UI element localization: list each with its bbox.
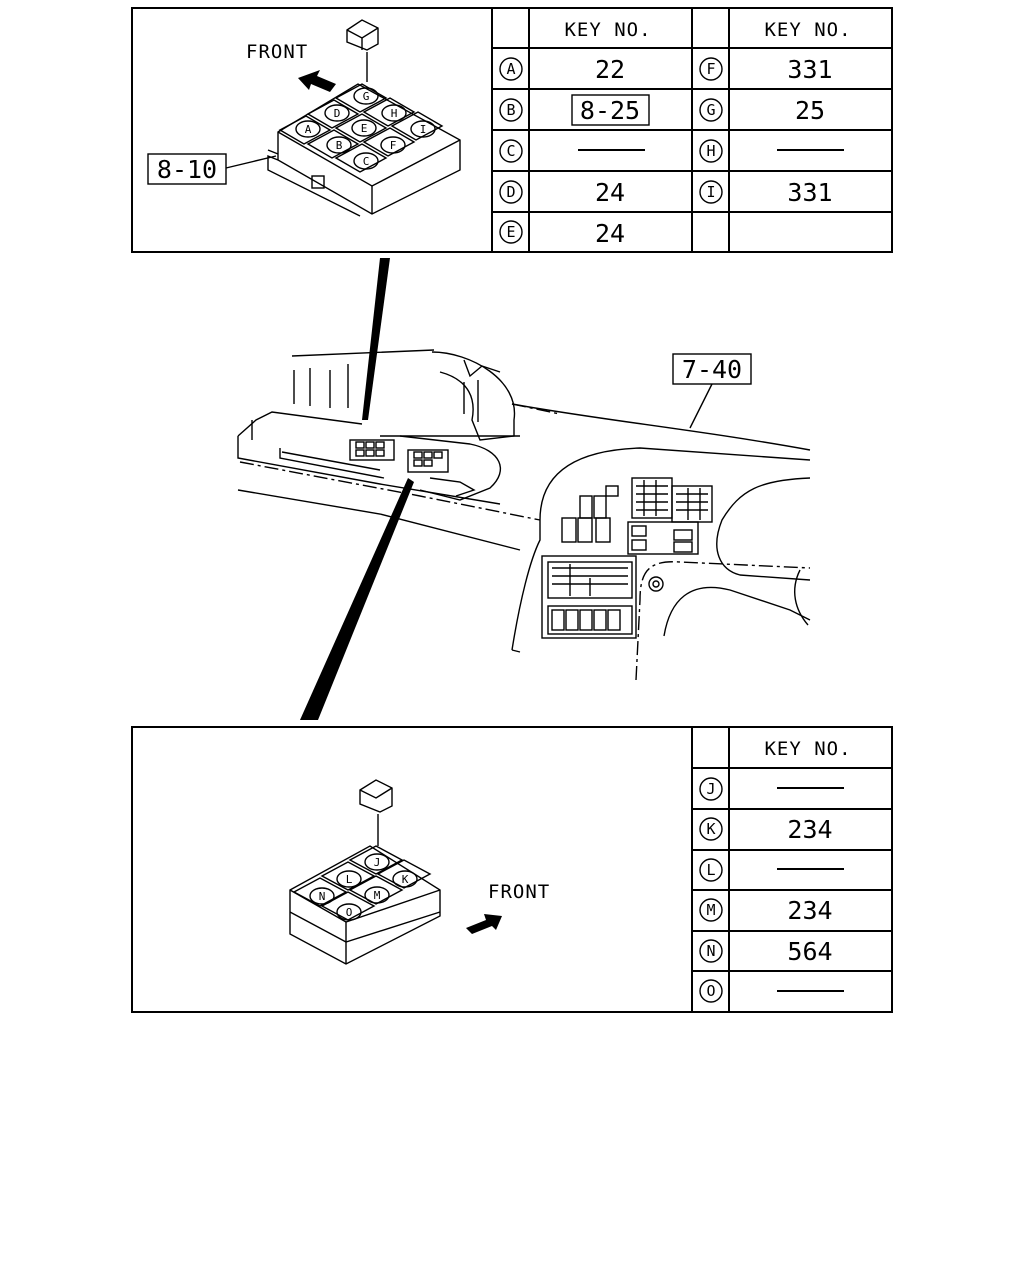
top-table-header-right: KEY NO. — [764, 19, 851, 41]
top-table-header-left: KEY NO. — [564, 19, 651, 41]
row-id-o: O — [706, 982, 715, 1000]
relay-label-b: B — [336, 139, 343, 152]
top-table-grid — [491, 8, 892, 252]
dashboard-illustration: 7-40 — [237, 258, 811, 720]
row-id-h: H — [706, 142, 715, 160]
relay-label-c: C — [363, 155, 370, 168]
key-value-e: 24 — [595, 219, 625, 248]
row-id-a: A — [506, 60, 515, 78]
row-id-j: J — [706, 780, 715, 798]
top-table-right-ids: F G H I — [699, 57, 723, 204]
relay-label-m: M — [374, 889, 381, 902]
leader-top — [362, 258, 390, 420]
row-id-e: E — [506, 223, 515, 241]
key-value-g: 25 — [795, 96, 825, 125]
top-ref-box — [147, 153, 227, 185]
row-id-n: N — [706, 942, 715, 960]
middle-ref-box-label: 7-40 — [682, 355, 742, 384]
key-value-a: 22 — [595, 55, 625, 84]
bottom-panel-frame — [131, 726, 893, 1013]
relay-label-j: J — [374, 856, 381, 869]
relay-label-g: G — [363, 90, 370, 103]
key-value-n: 564 — [787, 937, 832, 966]
relay-label-n: N — [319, 890, 326, 903]
relay-label-e: E — [361, 122, 368, 135]
bottom-relay-cube — [359, 779, 393, 846]
relay-label-f: F — [390, 139, 397, 152]
bottom-front-label: FRONT — [488, 881, 550, 903]
leader-bottom — [300, 478, 414, 720]
key-ref-box-b — [571, 94, 650, 126]
key-value-k: 234 — [787, 815, 832, 844]
top-relay-cube — [346, 19, 379, 82]
row-id-b: B — [506, 101, 515, 119]
top-front-label: FRONT — [246, 41, 308, 63]
relay-label-i: I — [420, 123, 427, 136]
bottom-table-ids: J K L M N O — [699, 777, 723, 1003]
bottom-relay-block: N L J O M K FRONT — [289, 779, 550, 965]
row-id-m: M — [706, 901, 715, 919]
row-id-c: C — [506, 142, 515, 160]
bottom-front-arrow — [466, 914, 502, 934]
key-value-d: 24 — [595, 178, 625, 207]
row-id-d: D — [506, 183, 515, 201]
top-front-arrow — [298, 70, 336, 92]
key-value-i: 331 — [787, 178, 832, 207]
relay-label-a: A — [305, 123, 312, 136]
key-value-b: 8-25 — [580, 96, 640, 125]
top-table-left-ids: A B C D E — [499, 57, 523, 244]
key-value-f: 331 — [787, 55, 832, 84]
relay-label-d: D — [334, 107, 341, 120]
row-id-k: K — [706, 820, 715, 838]
relay-label-l: L — [346, 873, 353, 886]
key-value-m: 234 — [787, 896, 832, 925]
top-ref-box-label: 8-10 — [157, 155, 217, 184]
bottom-table-grid — [691, 727, 892, 1012]
relay-label-k: K — [402, 873, 409, 886]
row-id-f: F — [706, 60, 715, 78]
top-relay-block: FRONT — [147, 19, 461, 217]
relay-label-o: O — [346, 906, 353, 919]
bottom-table-header: KEY NO. — [764, 738, 851, 760]
relay-label-h: H — [391, 107, 398, 120]
row-id-l: L — [706, 861, 715, 879]
row-id-i: I — [706, 183, 715, 201]
row-id-g: G — [706, 101, 715, 119]
